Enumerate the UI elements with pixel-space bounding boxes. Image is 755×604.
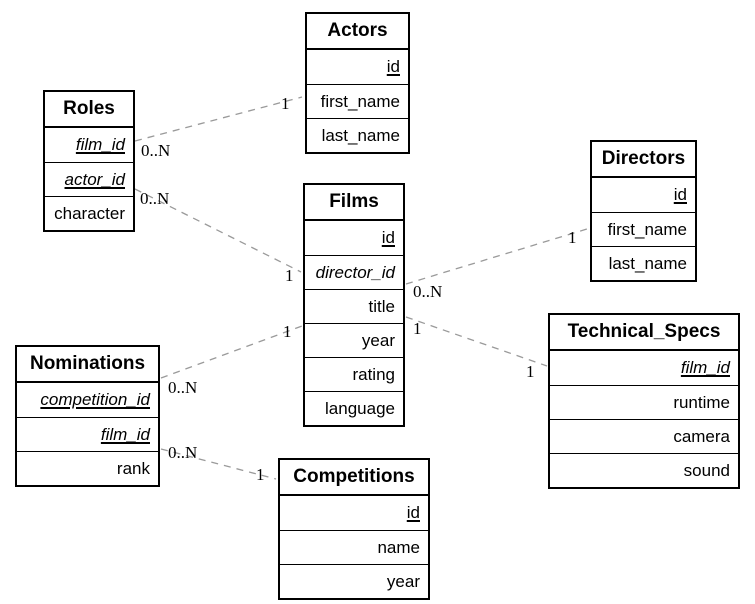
field-row: title — [305, 289, 403, 323]
field-competitions-year: year — [386, 572, 420, 591]
entity-actors[interactable]: Actors id first_name last_name — [305, 12, 410, 154]
entity-actors-title: Actors — [307, 14, 408, 50]
field-technical-specs-sound: sound — [683, 461, 730, 480]
field-row: id — [280, 496, 428, 530]
relationship-line-nominations-competitions[interactable] — [160, 448, 277, 480]
field-films-id: id — [381, 228, 395, 247]
entity-roles-title: Roles — [45, 92, 133, 128]
field-actors-id: id — [386, 57, 400, 76]
field-row: rank — [17, 451, 158, 485]
cardinality-roles-films-one: 1 — [285, 266, 294, 285]
cardinality-films-technical-specs-right: 1 — [526, 362, 535, 381]
field-directors-id: id — [673, 185, 687, 204]
cardinality-films-technical-specs-left: 1 — [413, 319, 422, 338]
field-row: id — [592, 178, 695, 212]
field-films-title: title — [368, 297, 395, 316]
entity-nominations-title: Nominations — [17, 347, 158, 383]
field-films-rating: rating — [352, 365, 395, 384]
cardinality-roles-films-many: 0..N — [140, 189, 170, 208]
entity-directors[interactable]: Directors id first_name last_name — [590, 140, 697, 282]
cardinality-films-directors-many: 0..N — [413, 282, 443, 301]
field-row: first_name — [592, 212, 695, 246]
field-row: runtime — [550, 385, 738, 419]
entity-nominations[interactable]: Nominations competition_id film_id rank — [15, 345, 160, 487]
entity-technical-specs-title: Technical_Specs — [550, 315, 738, 351]
field-roles-film-id: film_id — [75, 135, 125, 154]
entity-films-title: Films — [305, 185, 403, 221]
field-actors-last-name: last_name — [321, 126, 400, 145]
field-actors-first-name: first_name — [320, 92, 400, 111]
field-row: id — [307, 50, 408, 84]
field-roles-character: character — [54, 204, 125, 223]
cardinality-films-directors-one: 1 — [568, 228, 577, 247]
field-technical-specs-film-id: film_id — [680, 358, 730, 377]
field-row: film_id — [45, 128, 133, 162]
entity-competitions-title: Competitions — [280, 460, 428, 496]
field-row: year — [305, 323, 403, 357]
field-films-language: language — [325, 399, 395, 418]
relationship-line-nominations-films[interactable] — [160, 325, 303, 379]
entity-roles[interactable]: Roles film_id actor_id character — [43, 90, 135, 232]
field-row: film_id — [17, 417, 158, 451]
field-directors-last-name: last_name — [608, 254, 687, 273]
field-row: director_id — [305, 255, 403, 289]
field-row: rating — [305, 357, 403, 391]
field-films-year: year — [361, 331, 395, 350]
relationship-line-roles-actors[interactable] — [134, 96, 303, 142]
field-nominations-rank: rank — [116, 459, 150, 478]
field-row: actor_id — [45, 162, 133, 196]
field-row: last_name — [307, 118, 408, 152]
entity-directors-title: Directors — [592, 142, 695, 178]
field-row: first_name — [307, 84, 408, 118]
field-competitions-id: id — [406, 503, 420, 522]
cardinality-roles-actors-many: 0..N — [141, 141, 171, 160]
field-nominations-film-id: film_id — [100, 425, 150, 444]
relationship-line-films-directors[interactable] — [405, 228, 588, 285]
field-row: film_id — [550, 351, 738, 385]
field-row: competition_id — [17, 383, 158, 417]
relationship-line-films-technical-specs[interactable] — [405, 316, 548, 367]
entity-technical-specs[interactable]: Technical_Specs film_id runtime camera s… — [548, 313, 740, 489]
entity-competitions[interactable]: Competitions id name year — [278, 458, 430, 600]
field-row: last_name — [592, 246, 695, 280]
entity-films[interactable]: Films id director_id title year rating l… — [303, 183, 405, 427]
field-row: language — [305, 391, 403, 425]
field-row: name — [280, 530, 428, 564]
field-row: character — [45, 196, 133, 230]
field-roles-actor-id: actor_id — [64, 170, 125, 189]
relationship-line-roles-films[interactable] — [134, 188, 302, 273]
field-competitions-name: name — [377, 538, 420, 557]
cardinality-nominations-films-one: 1 — [283, 322, 292, 341]
field-row: id — [305, 221, 403, 255]
field-row: sound — [550, 453, 738, 487]
field-films-director-id: director_id — [315, 263, 395, 282]
cardinality-nominations-competitions-many: 0..N — [168, 443, 198, 462]
cardinality-roles-actors-one: 1 — [281, 94, 290, 113]
field-row: year — [280, 564, 428, 598]
field-row: camera — [550, 419, 738, 453]
cardinality-nominations-competitions-one: 1 — [256, 465, 265, 484]
field-directors-first-name: first_name — [607, 220, 687, 239]
field-nominations-competition-id: competition_id — [40, 390, 150, 409]
cardinality-nominations-films-many: 0..N — [168, 378, 198, 397]
field-technical-specs-runtime: runtime — [673, 393, 730, 412]
field-technical-specs-camera: camera — [673, 427, 730, 446]
